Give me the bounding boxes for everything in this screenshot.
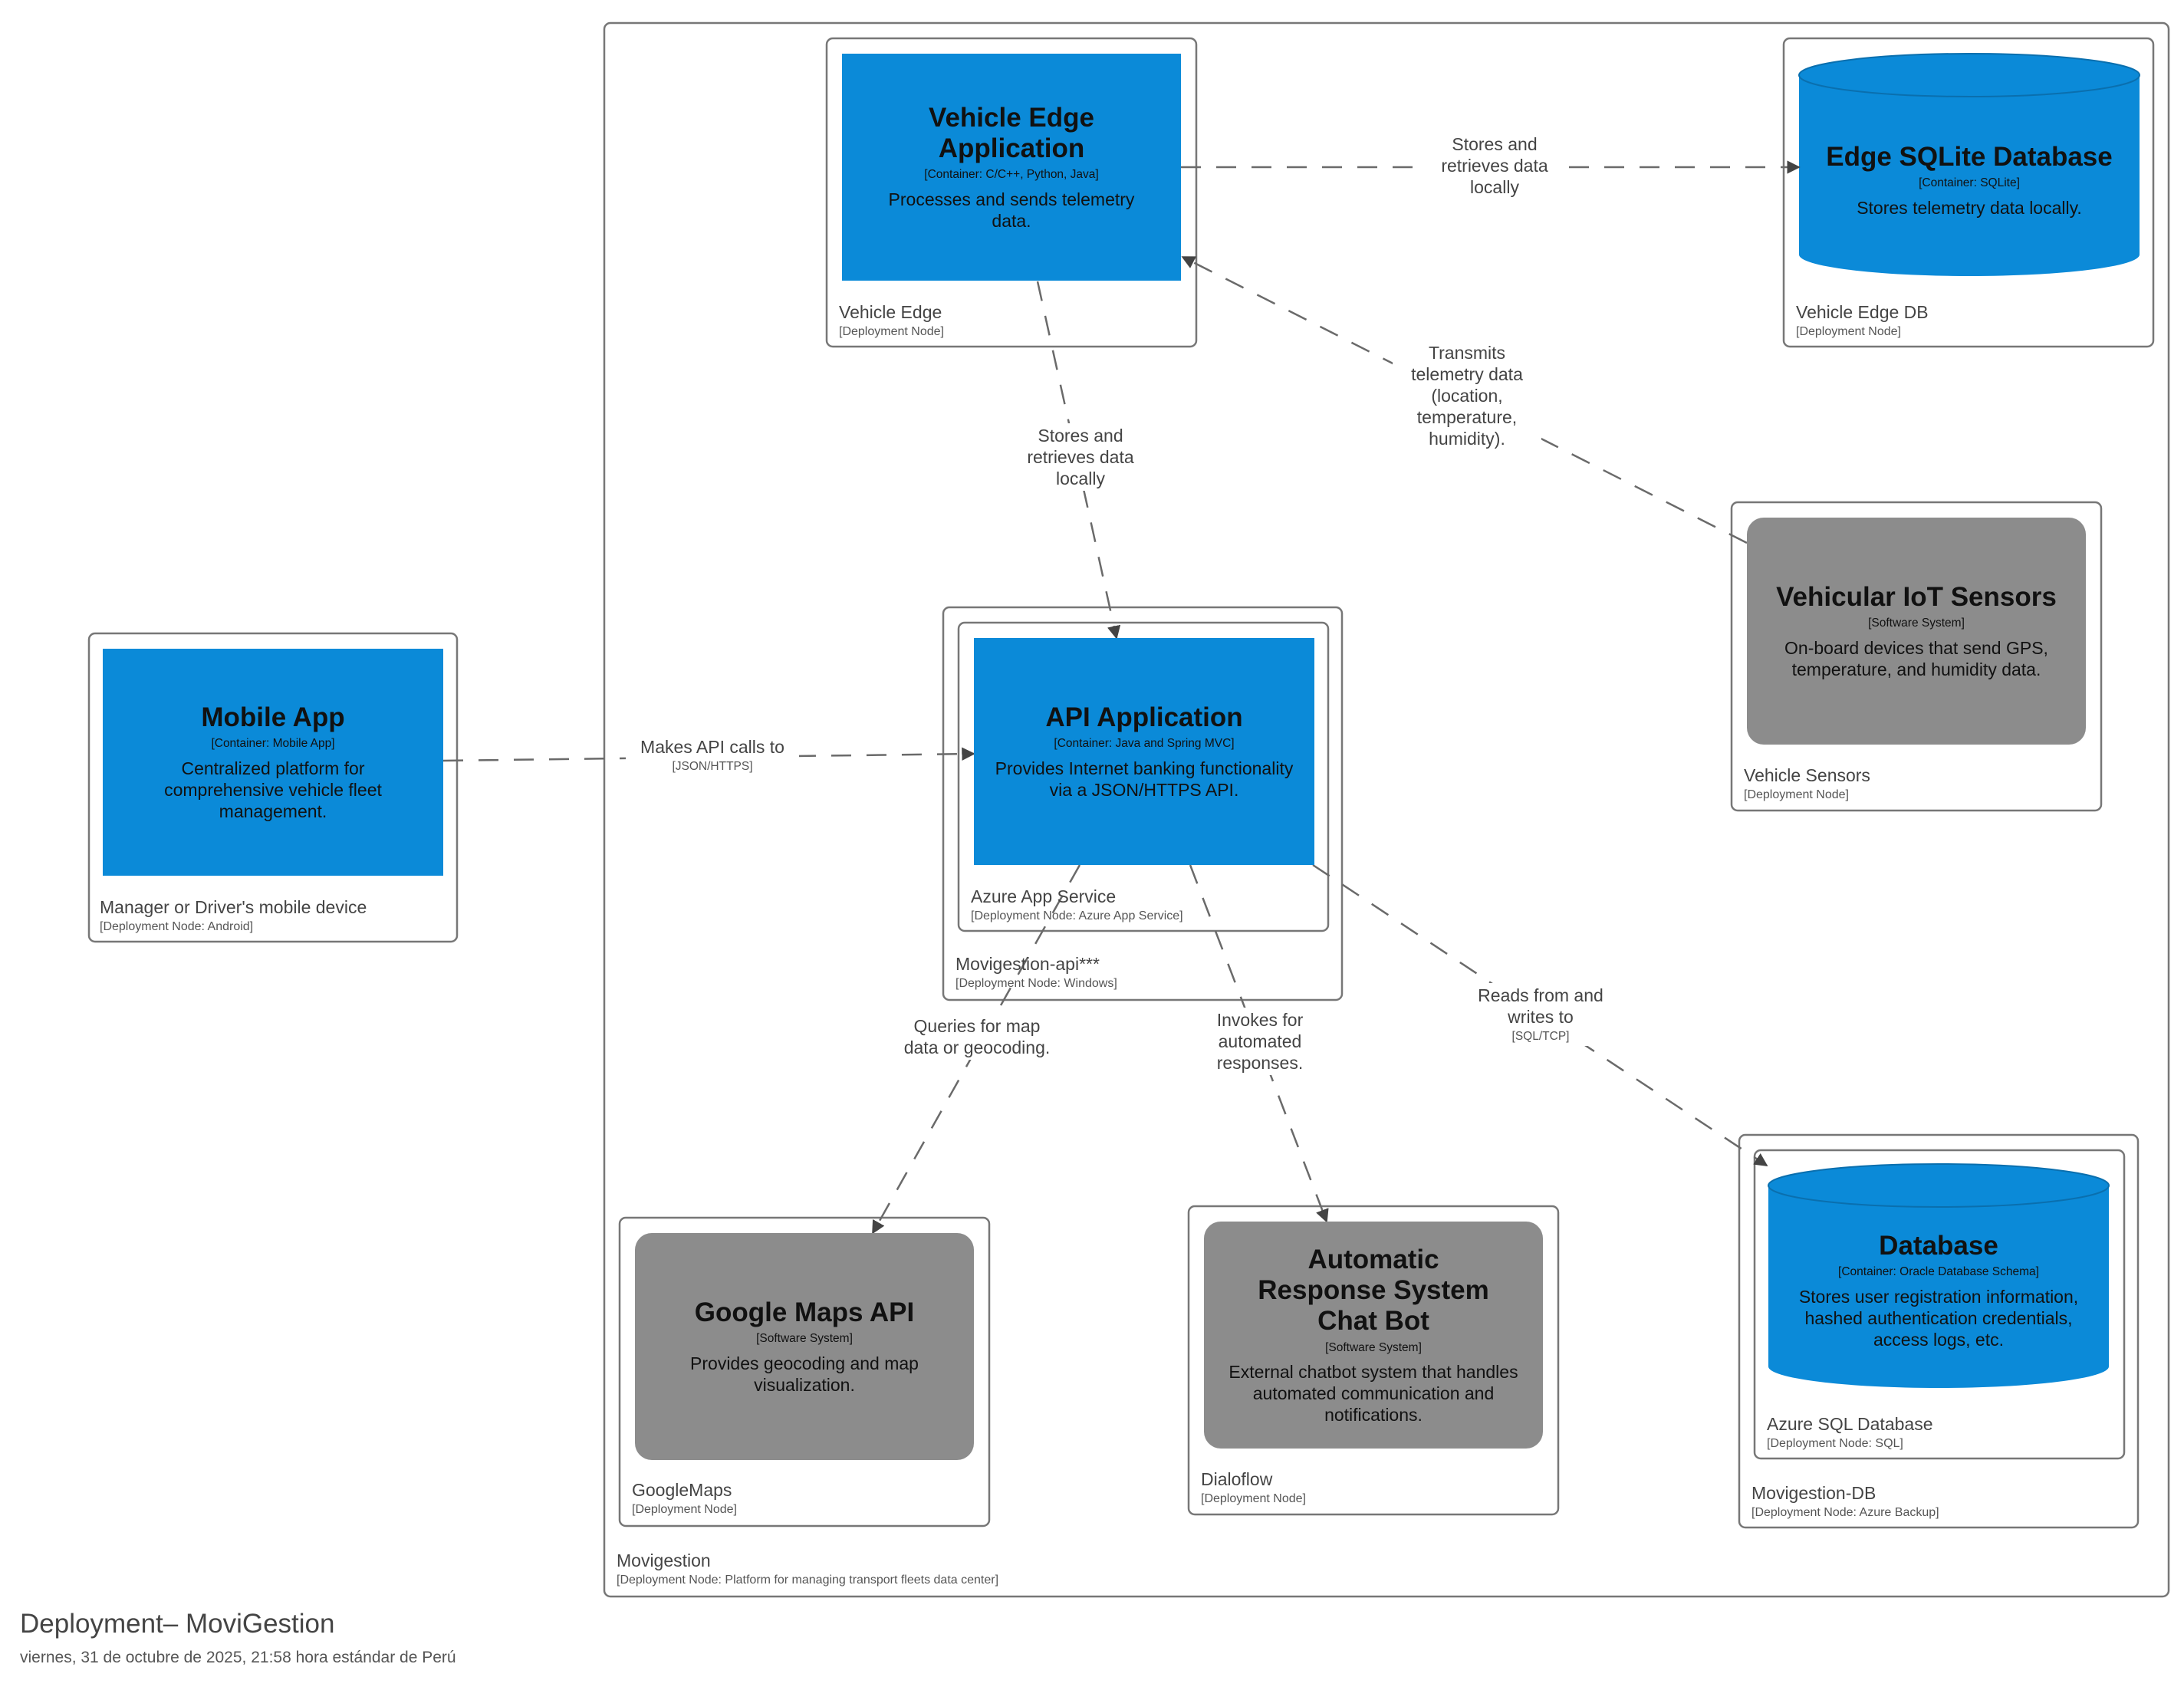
node-vehicle-sensors-type: [Deployment Node] [1744,788,1849,801]
edge-sqlite-database-desc: Stores telemetry data locally. [1857,197,2082,218]
node-movigestion-border [603,21,2170,1598]
node-movigestion-db-label: Movigestion-DB [1751,1483,1876,1503]
vehicle-edge-application-title: Vehicle Edge Application [929,102,1094,164]
mobile-to-api-label: Makes API calls to [JSON/HTTPS] [626,735,799,776]
api-application[interactable]: API Application [Container: Java and Spr… [974,638,1314,865]
api-application-desc: Provides Internet banking functionality … [995,758,1294,800]
node-movigestion-api-label: Movigestion-api*** [956,954,1100,974]
node-vehicle-edge-type: [Deployment Node] [839,325,944,338]
node-vehicle-edge-db-type: [Deployment Node] [1796,325,1901,338]
node-movigestion-label: Movigestion [617,1551,711,1570]
mobile-app-meta: [Container: Mobile App] [211,737,335,751]
node-googlemaps-type: [Deployment Node] [632,1503,737,1516]
database-title: Database [1879,1231,1998,1261]
mobile-to-api-text: Makes API calls to [640,737,784,757]
vehicular-iot-sensors-title: Vehicular IoT Sensors [1776,582,2057,613]
api-application-meta: [Container: Java and Spring MVC] [1054,737,1235,751]
api-to-maps-text: Queries for map data or geocoding. [903,1016,1051,1058]
node-movigestion-db-type: [Deployment Node: Azure Backup] [1751,1506,1939,1519]
vehicle-edge-application-desc: Processes and sends telemetry data. [888,189,1135,232]
edge-sqlite-database-title: Edge SQLite Database [1826,142,2113,173]
database[interactable]: Database [Container: Oracle Database Sch… [1768,1216,2109,1365]
api-application-title: API Application [1045,702,1243,733]
node-vehicle-sensors-label: Vehicle Sensors [1744,765,1870,785]
node-mobile-device-label: Manager or Driver's mobile device [100,897,367,917]
node-movigestion-api-type: [Deployment Node: Windows] [956,977,1117,990]
node-movigestion-type: [Deployment Node: Platform for managing … [617,1574,999,1587]
diagram-date: viernes, 31 de octubre de 2025, 21:58 ho… [20,1649,456,1666]
node-azure-app-service-label: Azure App Service [971,886,1117,906]
edge-sqlite-database[interactable]: Edge SQLite Database [Container: SQLite]… [1799,107,2140,253]
node-dialoflow-type: [Deployment Node] [1201,1492,1306,1505]
diagram-title: Deployment– MoviGestion [20,1609,335,1639]
chat-bot-title: Automatic Response System Chat Bot [1258,1244,1489,1337]
edge-sqlite-cylinder [1798,53,2140,276]
mobile-app-title: Mobile App [201,702,345,732]
api-to-db-tech: [SQL/TCP] [1511,1030,1570,1044]
mobile-app-desc: Centralized platform for comprehensive v… [164,758,382,821]
api-to-maps-label: Queries for map data or geocoding. [897,1014,1057,1061]
node-vehicle-edge-label: Vehicle Edge [839,302,942,322]
sensors-to-edge-label: Transmits telemetry data (location, temp… [1393,340,1541,452]
google-maps-api[interactable]: Google Maps API [Software System] Provid… [635,1233,974,1460]
api-to-bot-text: Invokes for automated responses. [1216,1010,1304,1074]
chat-bot-desc: External chatbot system that handles aut… [1228,1362,1518,1426]
google-maps-api-title: Google Maps API [694,1297,915,1328]
vehicular-iot-sensors-meta: [Software System] [1868,617,1965,630]
node-googlemaps-label: GoogleMaps [632,1480,732,1500]
mobile-app[interactable]: Mobile App [Container: Mobile App] Centr… [103,649,443,876]
vehicular-iot-sensors[interactable]: Vehicular IoT Sensors [Software System] … [1747,518,2086,745]
edge-app-to-sqlite-label: Stores and retrieves data locally [1428,132,1561,200]
database-desc: Stores user registration information, ha… [1798,1286,2079,1350]
node-azure-sql-label: Azure SQL Database [1767,1414,1933,1434]
edge-sqlite-database-meta: [Container: SQLite] [1919,176,2020,190]
node-azure-sql-type: [Deployment Node: SQL] [1767,1437,1903,1450]
node-dialoflow-label: Dialoflow [1201,1469,1273,1489]
vehicle-edge-application[interactable]: Vehicle Edge Application [Container: C/C… [842,54,1181,281]
database-cylinder [1768,1163,2110,1388]
node-azure-app-service-type: [Deployment Node: Azure App Service] [971,909,1183,922]
edge-app-to-sqlite-text: Stores and retrieves data locally [1441,134,1548,198]
google-maps-api-desc: Provides geocoding and map visualization… [690,1353,919,1395]
api-to-db-text: Reads from and writes to [1478,985,1603,1028]
api-to-db-label: Reads from and writes to [SQL/TCP] [1465,983,1617,1046]
automatic-response-chat-bot[interactable]: Automatic Response System Chat Bot [Soft… [1204,1222,1543,1449]
node-vehicle-edge-db-label: Vehicle Edge DB [1796,302,1929,322]
mobile-to-api-tech: [JSON/HTTPS] [672,760,753,774]
vehicular-iot-sensors-desc: On-board devices that send GPS, temperat… [1784,637,2048,679]
sensors-to-edge-text: Transmits telemetry data (location, temp… [1411,343,1523,449]
vehicle-edge-application-meta: [Container: C/C++, Python, Java] [924,168,1099,182]
database-meta: [Container: Oracle Database Schema] [1838,1265,2039,1279]
api-to-bot-label: Invokes for automated responses. [1196,1008,1324,1076]
edge-app-to-api-text: Stores and retrieves data locally [1027,426,1134,489]
chat-bot-meta: [Software System] [1325,1340,1422,1354]
node-mobile-device-type: [Deployment Node: Android] [100,920,254,933]
edge-app-to-api-label: Stores and retrieves data locally [1014,423,1147,492]
google-maps-api-meta: [Software System] [756,1332,853,1346]
